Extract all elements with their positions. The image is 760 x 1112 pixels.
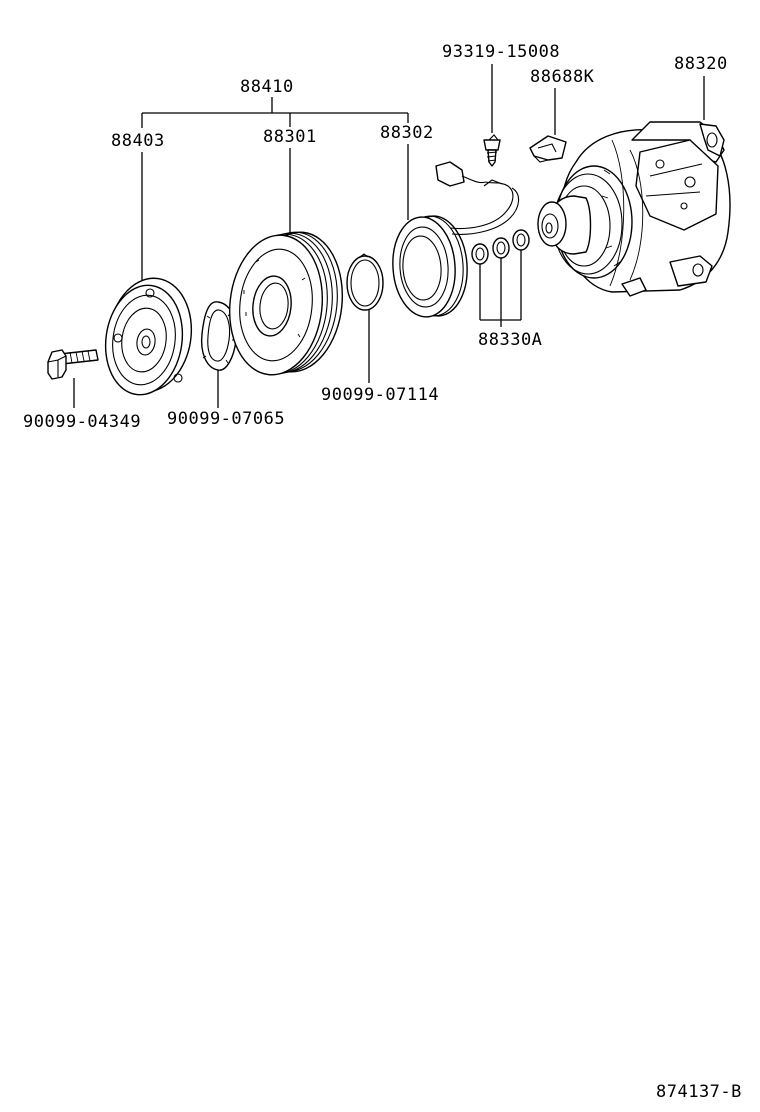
label-90099-04349: 90099-04349 [23,412,141,432]
label-88330a: 88330A [478,330,542,350]
figure-code-label: 874137-B [656,1082,742,1102]
clamp-drawing [529,135,567,163]
label-90099-07114: 90099-07114 [321,385,439,405]
label-88410: 88410 [240,77,294,97]
label-90099-07065: 90099-07065 [167,409,285,429]
label-88320: 88320 [674,54,728,74]
label-93319-15008: 93319-15008 [442,42,560,62]
stator-coil-drawing [392,161,520,318]
shim-set-drawing [471,229,530,265]
compressor-drawing [537,121,731,297]
label-88301: 88301 [263,127,317,147]
label-88403: 88403 [111,131,165,151]
pulley-drawing [228,231,344,376]
label-88302: 88302 [380,123,434,143]
screw-drawing [483,134,501,167]
outer-snap-ring-drawing [346,253,384,311]
leader-lines [73,64,705,408]
flange-bolt-drawing [47,349,99,380]
pressure-plate-drawing [104,277,193,396]
label-88688k: 88688K [530,67,595,87]
